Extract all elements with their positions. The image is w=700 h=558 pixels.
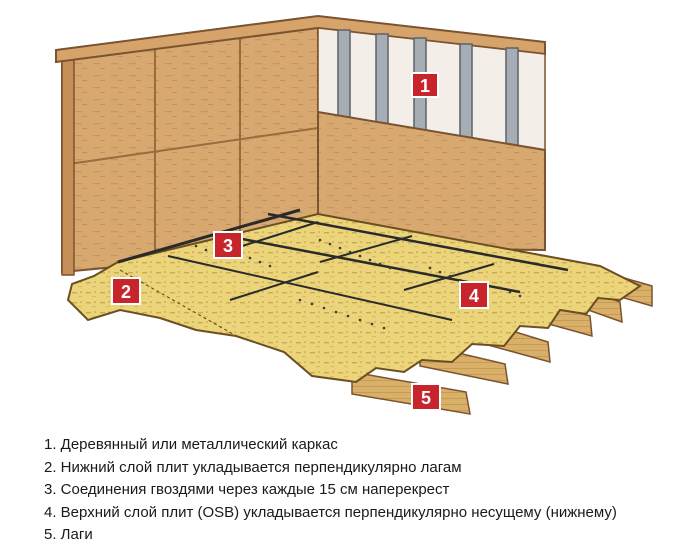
marker-2: 2	[111, 277, 141, 305]
legend-list: 1. Деревянный или металлический каркас 2…	[44, 434, 692, 547]
legend-item-bottom-layer: 2. Нижний слой плит укладывается перпенд…	[44, 458, 462, 476]
right-wall	[317, 27, 546, 252]
marker-4: 4	[459, 281, 489, 309]
floor-construction-diagram: 1 2 3 4 5	[55, 14, 653, 415]
legend-item-frame: 1. Деревянный или металлический каркас	[44, 436, 338, 453]
marker-5: 5	[411, 383, 441, 411]
legend-item-nail-joints: 3. Соединения гвоздями через каждые 15 с…	[44, 481, 450, 499]
marker-3-label: 3	[223, 236, 233, 256]
marker-2-label: 2	[121, 282, 131, 302]
marker-1: 1	[411, 72, 439, 98]
metal-studs	[337, 29, 519, 157]
marker-1-label: 1	[420, 76, 430, 96]
floor-osb	[66, 208, 642, 384]
legend-item-joists: 5. Лаги	[44, 526, 93, 544]
marker-5-label: 5	[421, 388, 431, 408]
diagram-svg: 1 2 3 4 5	[55, 14, 653, 415]
marker-3: 3	[213, 231, 243, 259]
legend-item-top-layer: 4. Верхний слой плит (OSB) укладывается …	[44, 503, 617, 521]
marker-4-label: 4	[469, 286, 479, 306]
